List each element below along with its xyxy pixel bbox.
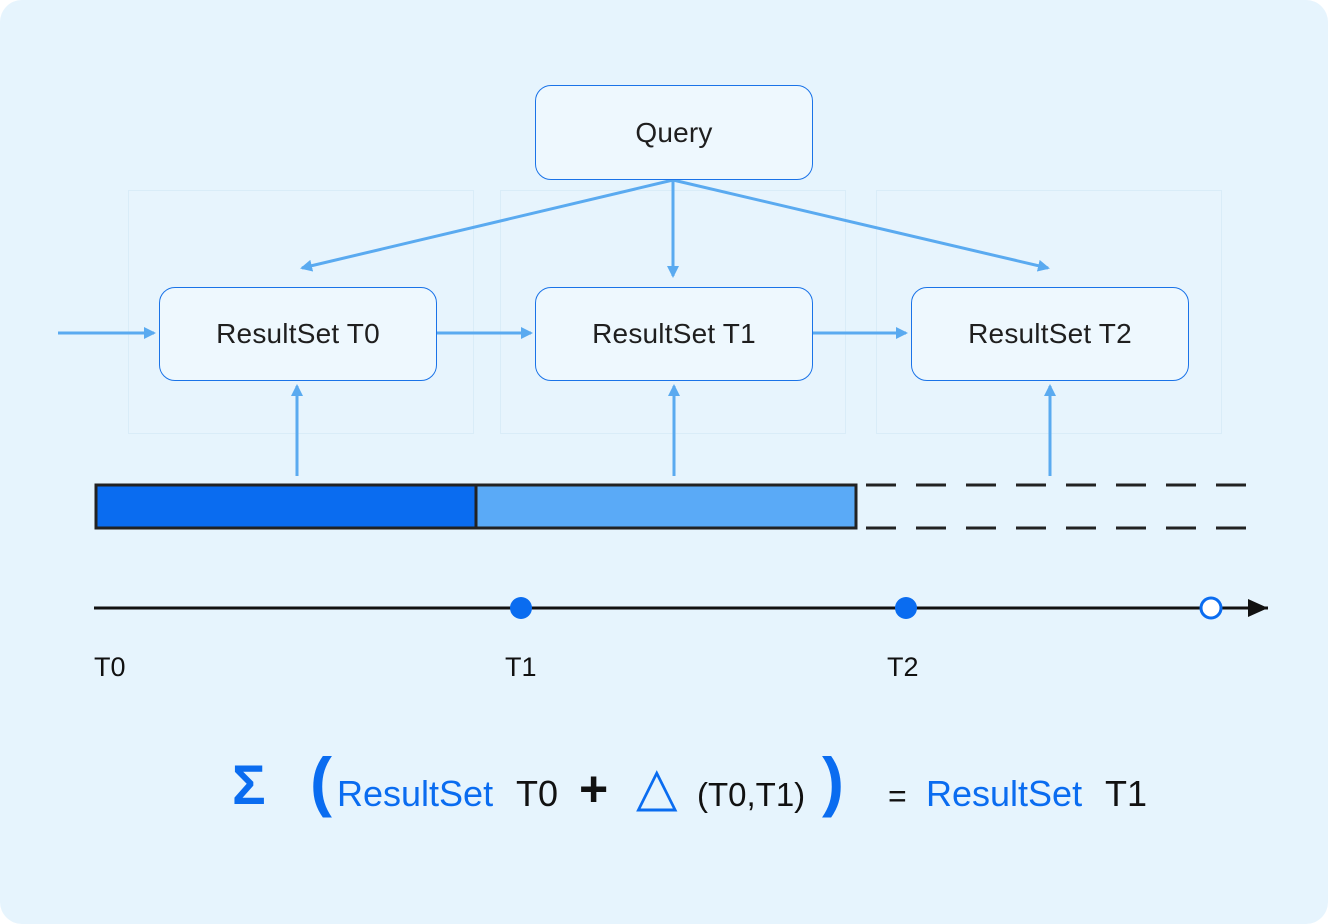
resultset-label-t0: ResultSet T0 [216, 318, 380, 349]
bar-segment-t0 [94, 483, 478, 530]
resultset-label-t1: ResultSet T1 [592, 318, 756, 349]
resultset-node-t1: ResultSet T1 [535, 287, 813, 381]
timeline-label-t0: T0 [94, 652, 126, 682]
query-arrows [300, 178, 1050, 278]
timeline-label-t2: T2 [887, 652, 919, 682]
query-label: Query [635, 116, 713, 148]
resultset-node-t0: ResultSet T0 [159, 287, 437, 381]
timeline-dot-t2 [895, 597, 917, 619]
resultset-node-t2: ResultSet T2 [911, 287, 1189, 381]
bar-arrows [291, 384, 1056, 476]
arrow-query-to-t2 [672, 178, 1050, 272]
timeline-dot-future [1199, 596, 1223, 620]
bar-segment-future [866, 483, 1246, 530]
arrow-query-to-t0 [300, 178, 674, 272]
bar-segment-t1 [474, 483, 858, 530]
timeline-label-t1: T1 [505, 652, 537, 682]
timeline-dot-t1 [510, 597, 532, 619]
resultset-label-t2: ResultSet T2 [968, 318, 1132, 349]
query-node: Query [535, 85, 813, 180]
